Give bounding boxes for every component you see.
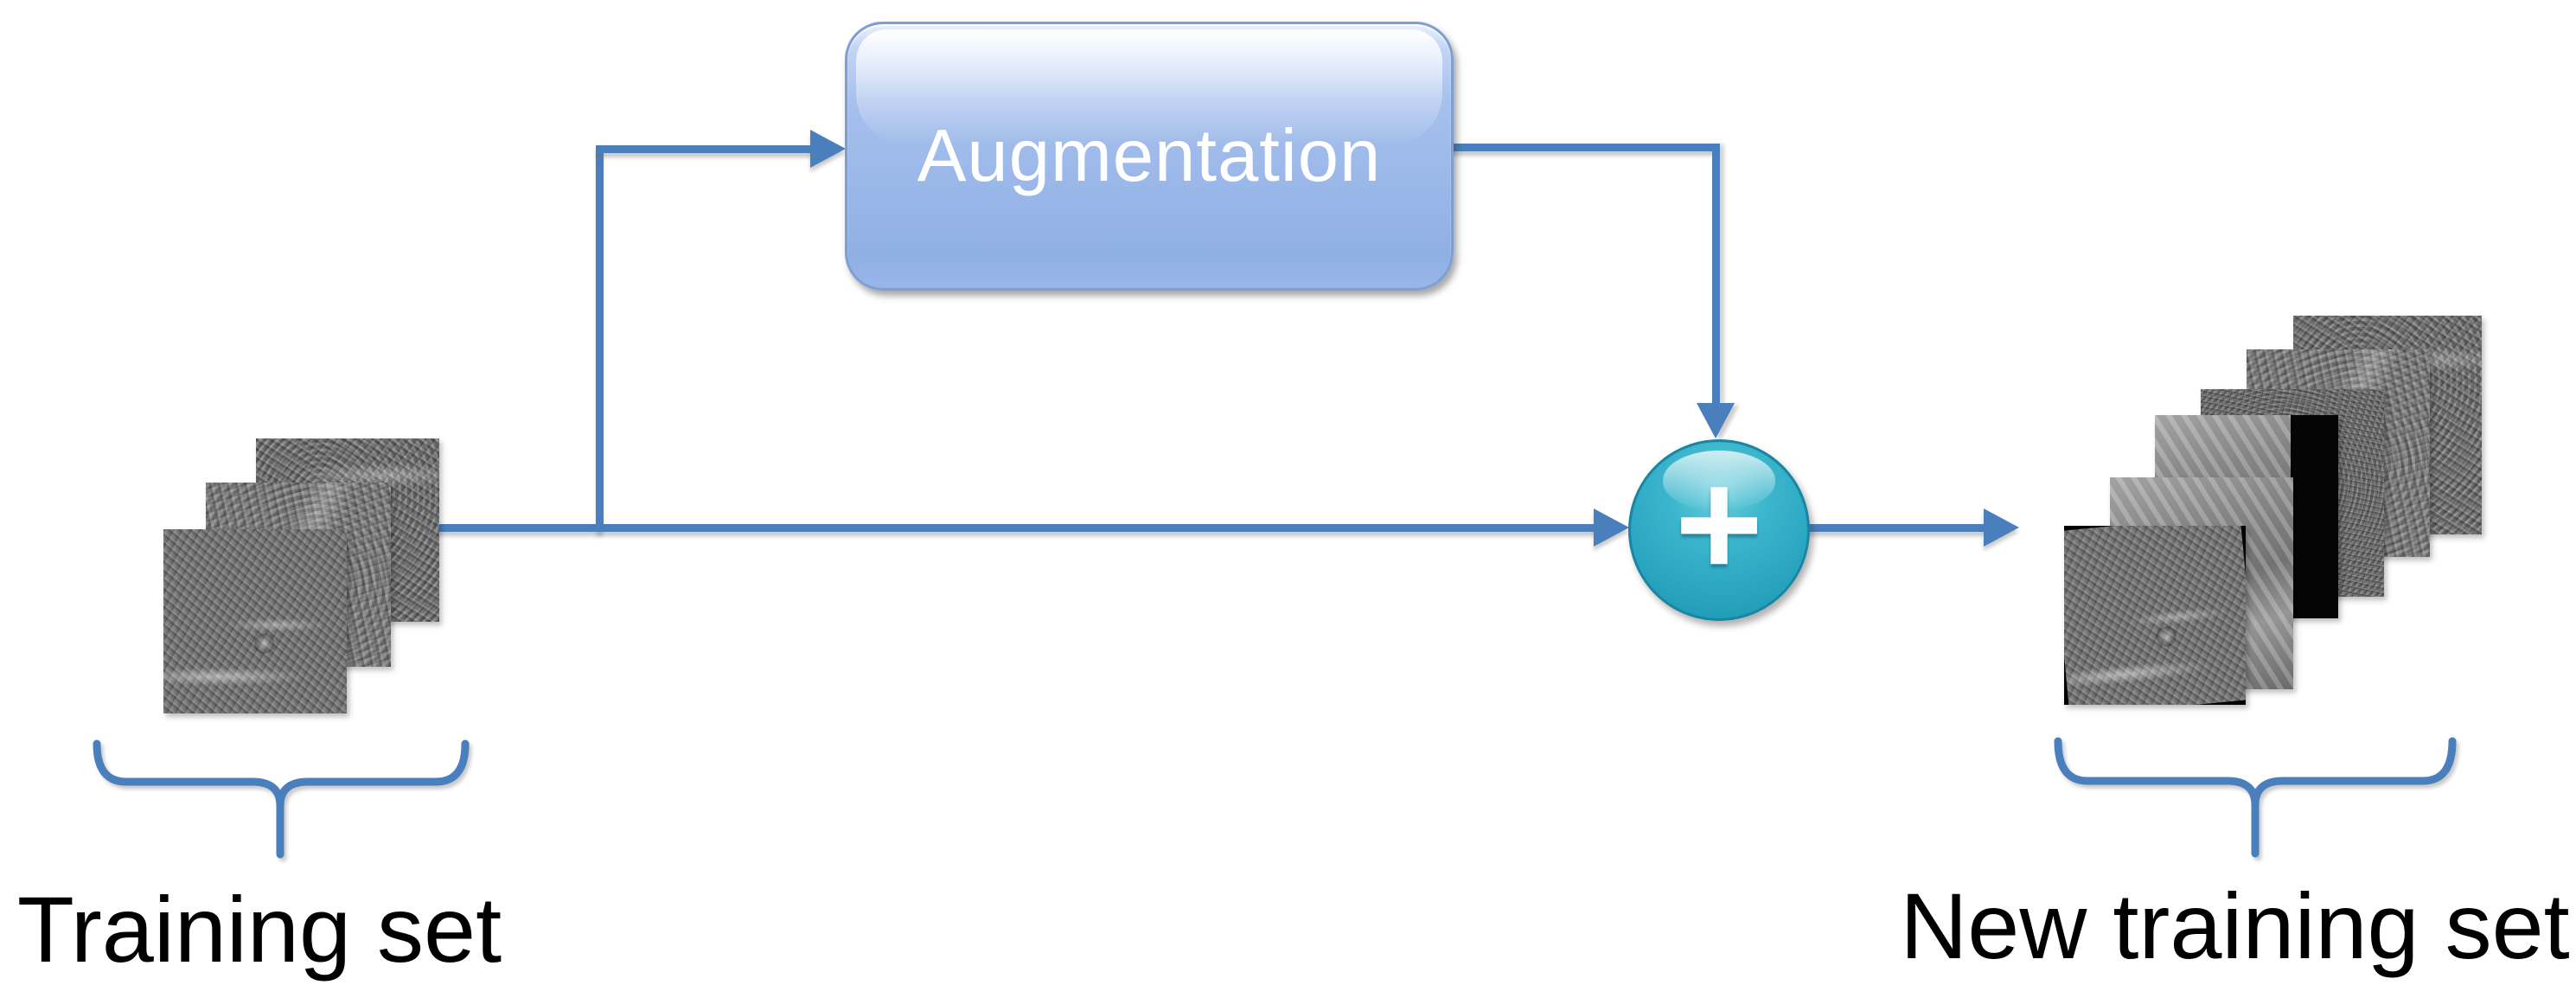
plus-icon: + <box>1674 440 1764 609</box>
connector-branch-vertical <box>596 145 604 532</box>
merge-node: + <box>1628 439 1810 621</box>
brace-training-set-icon <box>93 739 470 859</box>
new-training-set-label: New training set <box>1900 873 2570 978</box>
augmentation-box-label: Augmentation <box>917 114 1382 197</box>
arrowhead-into-newset-icon <box>1984 508 2019 547</box>
arrowhead-into-augmentation-icon <box>810 130 846 168</box>
rotated-photo-content <box>2064 526 2246 705</box>
connector-merge-to-newset <box>1803 524 1986 532</box>
augmented-image-rotated <box>2064 526 2246 705</box>
training-set-label: Training set <box>16 877 502 982</box>
arrowhead-into-merge-top-icon <box>1697 403 1735 438</box>
brace-new-training-set-icon <box>2054 737 2457 858</box>
connector-augmentation-out-horizontal <box>1447 144 1716 151</box>
training-image <box>163 529 347 713</box>
connector-augmentation-out-vertical <box>1712 144 1720 405</box>
connector-trainingset-to-merge <box>432 524 1597 532</box>
arrowhead-into-merge-left-icon <box>1594 508 1629 547</box>
connector-branch-to-augmentation <box>596 145 815 153</box>
augmentation-box: Augmentation <box>845 22 1454 291</box>
